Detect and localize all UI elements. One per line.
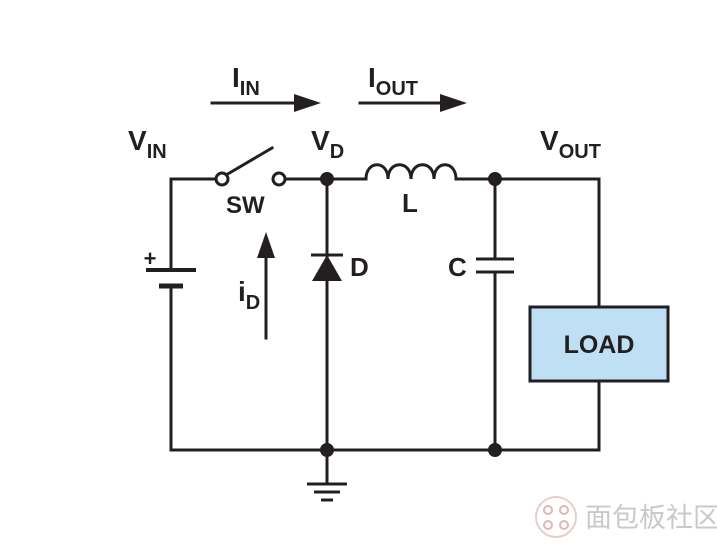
iin-arrow: [210, 94, 321, 112]
junction-vd: [320, 172, 334, 186]
junction-cap-bottom: [488, 443, 502, 457]
battery-plus-label: +: [144, 246, 157, 271]
switch-terminal-left: [214, 171, 230, 187]
switch-blade: [223, 145, 275, 178]
c-label: C: [448, 252, 467, 282]
iout-label: IOUT: [368, 62, 418, 100]
watermark-text: 面包板社区: [585, 503, 717, 534]
sw-label: SW: [226, 192, 265, 219]
vin-label: VIN: [128, 125, 167, 163]
inductor-icon: [364, 163, 458, 181]
battery-icon: [146, 268, 196, 289]
load-box: [528, 305, 670, 383]
ground-icon: [307, 482, 347, 502]
d-label: D: [350, 252, 369, 282]
watermark-logo-icon: [535, 496, 577, 538]
id-label: iD: [238, 276, 260, 314]
vout-label: VOUT: [540, 125, 601, 163]
l-label: L: [402, 188, 418, 218]
capacitor-icon: [476, 177, 514, 452]
iout-arrow: [358, 94, 467, 112]
junction-cap-top: [488, 172, 502, 186]
iin-label: IIN: [232, 62, 260, 100]
junction-diode-bottom: [320, 443, 334, 457]
input-wire: [169, 177, 220, 272]
vd-label: VD: [311, 125, 344, 163]
id-arrow: [257, 232, 275, 340]
switch-terminal-right: [271, 171, 287, 187]
load-label: LOAD: [564, 331, 635, 359]
diode-icon: [311, 177, 343, 452]
